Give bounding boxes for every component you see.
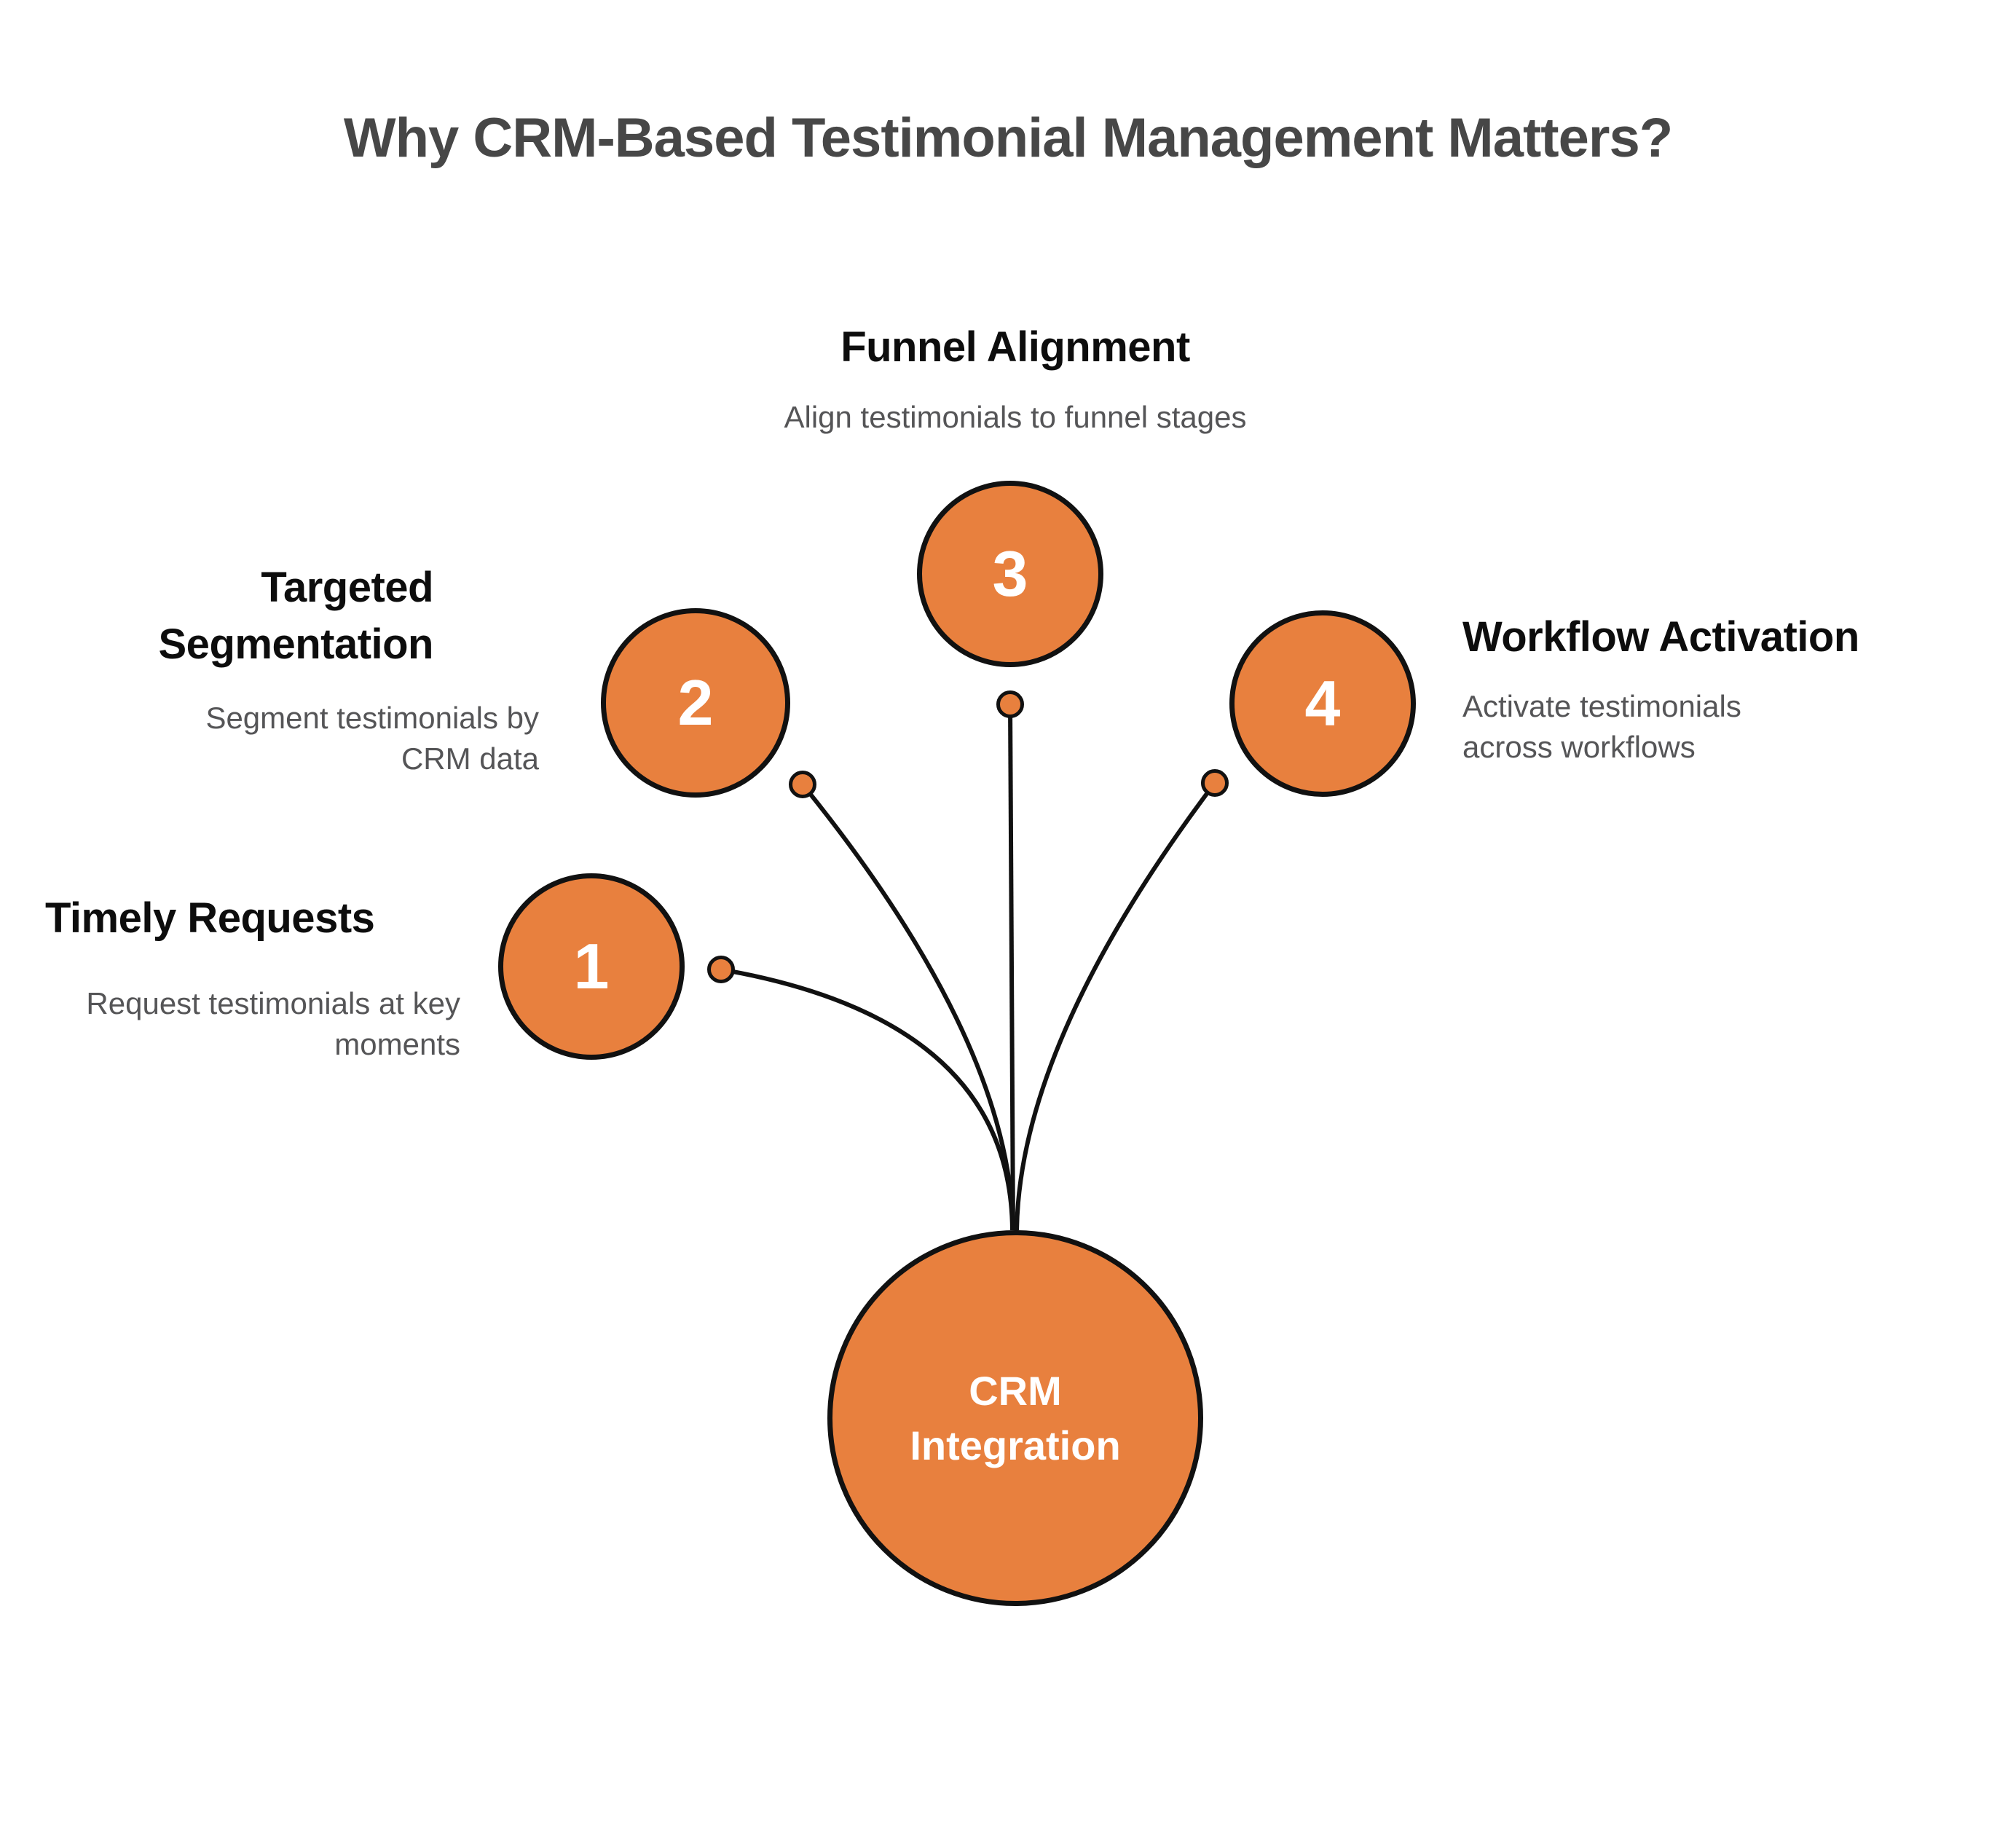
heading-timely-requests: Timely Requests <box>45 894 375 942</box>
connector-dot-2 <box>789 771 816 798</box>
node-circle-4: 4 <box>1229 610 1416 797</box>
node-number-1: 1 <box>573 930 610 1002</box>
node-circle-1: 1 <box>498 873 685 1060</box>
description-targeted-segmentation: Segment testimonials by CRM data <box>205 701 539 776</box>
diagram-title: Why CRM-Based Testimonial Management Mat… <box>343 107 1673 169</box>
connector-path-3 <box>1008 704 1015 1231</box>
connector-path-1 <box>720 967 1015 1231</box>
connector-dot-3 <box>996 690 1024 718</box>
heading-targeted-segmentation: Targeted Segmentation <box>158 564 434 668</box>
node-number-4: 4 <box>1304 667 1341 739</box>
connector-path-2 <box>800 783 1015 1231</box>
connector-dot-4 <box>1201 769 1229 797</box>
connector-dot-1 <box>707 956 735 983</box>
heading-workflow-activation: Workflow Activation <box>1462 613 1859 661</box>
hub-circle-crm-integration: CRM Integration <box>827 1230 1203 1606</box>
hub-label: CRM Integration <box>910 1367 1121 1468</box>
description-workflow-activation: Activate testimonials across workflows <box>1462 689 1741 765</box>
node-circle-2: 2 <box>601 608 790 798</box>
node-circle-3: 3 <box>917 481 1103 667</box>
node-number-3: 3 <box>992 538 1028 610</box>
description-timely-requests: Request testimonials at key moments <box>86 986 460 1062</box>
heading-funnel-alignment: Funnel Alignment <box>840 323 1190 371</box>
description-funnel-alignment: Align testimonials to funnel stages <box>784 400 1247 434</box>
connector-path-4 <box>1015 782 1217 1231</box>
node-number-2: 2 <box>677 666 714 739</box>
